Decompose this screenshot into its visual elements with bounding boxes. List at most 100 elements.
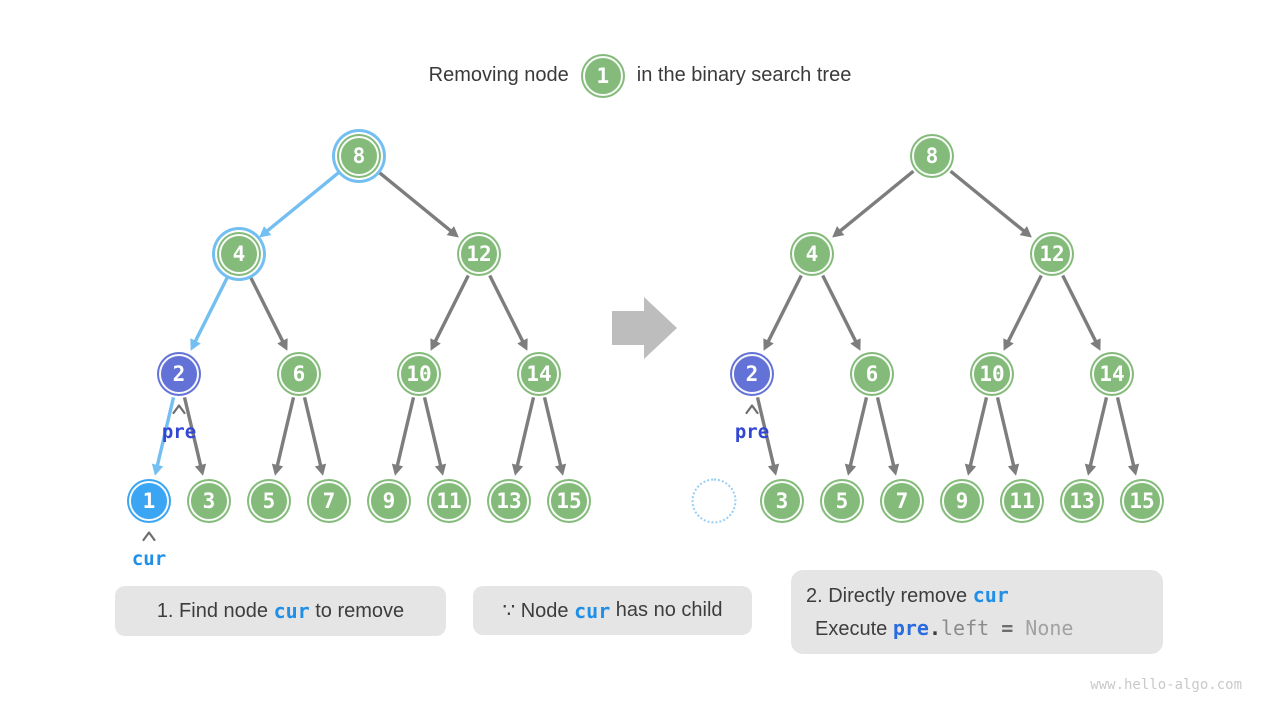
caption-3-equals: = xyxy=(989,616,1026,640)
tree-node-right-4: 4 xyxy=(790,232,834,276)
tree-edge-arrowhead xyxy=(277,338,288,351)
title-prefix: Removing node xyxy=(428,64,569,86)
removed-node-placeholder xyxy=(691,478,737,524)
caption-1-suffix: to remove xyxy=(309,599,405,622)
pointer-label-pre-right: pre xyxy=(734,421,770,443)
tree-edge-arrowhead xyxy=(1003,338,1014,351)
tree-edge-arrowhead xyxy=(511,463,524,476)
tree-node-right-5: 5 xyxy=(820,479,864,523)
tree-edge-10-11 xyxy=(995,396,1016,468)
caption-step-1: 1. Find node cur to remove xyxy=(115,586,446,636)
tree-node-right-2: 2 xyxy=(730,352,774,396)
caption-3-line2-text: Execute xyxy=(815,618,893,640)
tree-node-left-1: 1 xyxy=(127,479,171,523)
tree-node-right-14: 14 xyxy=(1090,352,1134,396)
tree-node-right-10: 10 xyxy=(970,352,1014,396)
tree-edge-arrowhead xyxy=(1007,463,1020,476)
tree-node-right-7: 7 xyxy=(880,479,924,523)
tree-edge-arrowhead xyxy=(190,338,201,351)
caption-2-suffix: has no child xyxy=(610,599,723,621)
watermark: www.hello-algo.com xyxy=(1090,677,1242,693)
tree-edge-arrowhead xyxy=(446,226,459,238)
tree-edge-8-4 xyxy=(838,169,915,234)
caption-1-keyword-cur: cur xyxy=(273,599,310,623)
tree-edge-8-12 xyxy=(376,169,453,234)
caption-3-member-left: left xyxy=(941,616,990,640)
tree-edge-14-13 xyxy=(1088,396,1109,468)
tree-edge-6-7 xyxy=(875,396,896,468)
tree-edge-arrowhead xyxy=(844,463,857,476)
tree-edge-arrowhead xyxy=(767,463,780,476)
tree-node-left-15: 15 xyxy=(547,479,591,523)
caption-because: ∵ Node cur has no child xyxy=(473,586,752,635)
tree-edge-arrowhead xyxy=(194,463,207,476)
tree-edge-4-6 xyxy=(821,274,858,344)
caption-3-keyword-cur: cur xyxy=(972,583,1009,607)
tree-edge-10-11 xyxy=(422,396,443,468)
caption-3-line-1: 2. Directly remove cur xyxy=(806,579,1009,612)
tree-node-left-13: 13 xyxy=(487,479,531,523)
tree-edge-arrowhead xyxy=(832,226,845,238)
tree-edge-arrowhead xyxy=(259,226,272,238)
tree-edge-arrowhead xyxy=(554,463,567,476)
tree-edge-14-15 xyxy=(542,396,563,468)
transition-arrow-icon xyxy=(612,297,677,359)
tree-edge-arrowhead xyxy=(430,338,441,351)
caret-up-icon xyxy=(172,404,186,415)
caption-3-dot: . xyxy=(928,616,941,640)
tree-edge-arrowhead xyxy=(964,463,977,476)
tree-edge-arrowhead xyxy=(850,338,861,351)
title-node: 1 xyxy=(580,53,625,98)
tree-node-right-15: 15 xyxy=(1120,479,1164,523)
caption-3-value-none: None xyxy=(1025,616,1074,640)
pointer-label-pre-left: pre xyxy=(161,421,197,443)
tree-edge-12-10 xyxy=(433,274,470,344)
page-title: Removing node 1 in the binary search tre… xyxy=(0,53,1280,98)
tree-edge-arrowhead xyxy=(314,463,327,476)
pointer-label-cur-left: cur xyxy=(131,548,167,570)
tree-edge-8-4 xyxy=(265,169,342,234)
tree-edge-arrowhead xyxy=(434,463,447,476)
caret-up-icon xyxy=(142,531,156,542)
tree-edge-6-7 xyxy=(302,396,323,468)
tree-node-right-8: 8 xyxy=(910,134,954,178)
tree-node-right-11: 11 xyxy=(1000,479,1044,523)
caret-up-icon xyxy=(745,404,759,415)
tree-edge-10-9 xyxy=(968,396,989,468)
tree-node-left-9: 9 xyxy=(367,479,411,523)
tree-node-left-2: 2 xyxy=(157,352,201,396)
tree-edge-14-13 xyxy=(515,396,536,468)
caption-2-keyword-cur: cur xyxy=(574,598,611,623)
tree-edge-12-14 xyxy=(488,274,525,344)
tree-edge-arrowhead xyxy=(1084,463,1097,476)
tree-node-left-12: 12 xyxy=(457,232,501,276)
tree-node-left-4: 4 xyxy=(217,232,261,276)
tree-node-right-13: 13 xyxy=(1060,479,1104,523)
caption-3-line1-text: 2. Directly remove xyxy=(806,585,973,607)
tree-node-right-12: 12 xyxy=(1030,232,1074,276)
tree-edge-arrowhead xyxy=(887,463,900,476)
tree-node-left-7: 7 xyxy=(307,479,351,523)
tree-edge-10-9 xyxy=(395,396,416,468)
tree-edge-6-5 xyxy=(275,396,296,468)
tree-node-left-3: 3 xyxy=(187,479,231,523)
tree-edge-arrowhead xyxy=(391,463,404,476)
caption-3-keyword-pre: pre xyxy=(892,616,929,640)
tree-edge-8-12 xyxy=(949,169,1026,234)
tree-node-left-6: 6 xyxy=(277,352,321,396)
caption-2-text: ∵ Node xyxy=(502,600,575,622)
tree-edge-arrowhead xyxy=(517,338,528,351)
tree-node-right-3: 3 xyxy=(760,479,804,523)
tree-edge-4-2 xyxy=(193,274,230,344)
tree-edge-arrowhead xyxy=(151,463,164,476)
tree-edge-arrowhead xyxy=(1127,463,1140,476)
tree-node-left-10: 10 xyxy=(397,352,441,396)
tree-node-left-11: 11 xyxy=(427,479,471,523)
tree-edge-4-6 xyxy=(248,274,285,344)
tree-edge-arrowhead xyxy=(763,338,774,351)
tree-edge-arrowhead xyxy=(1090,338,1101,351)
tree-node-right-9: 9 xyxy=(940,479,984,523)
tree-edge-14-15 xyxy=(1115,396,1136,468)
title-suffix: in the binary search tree xyxy=(636,64,852,86)
